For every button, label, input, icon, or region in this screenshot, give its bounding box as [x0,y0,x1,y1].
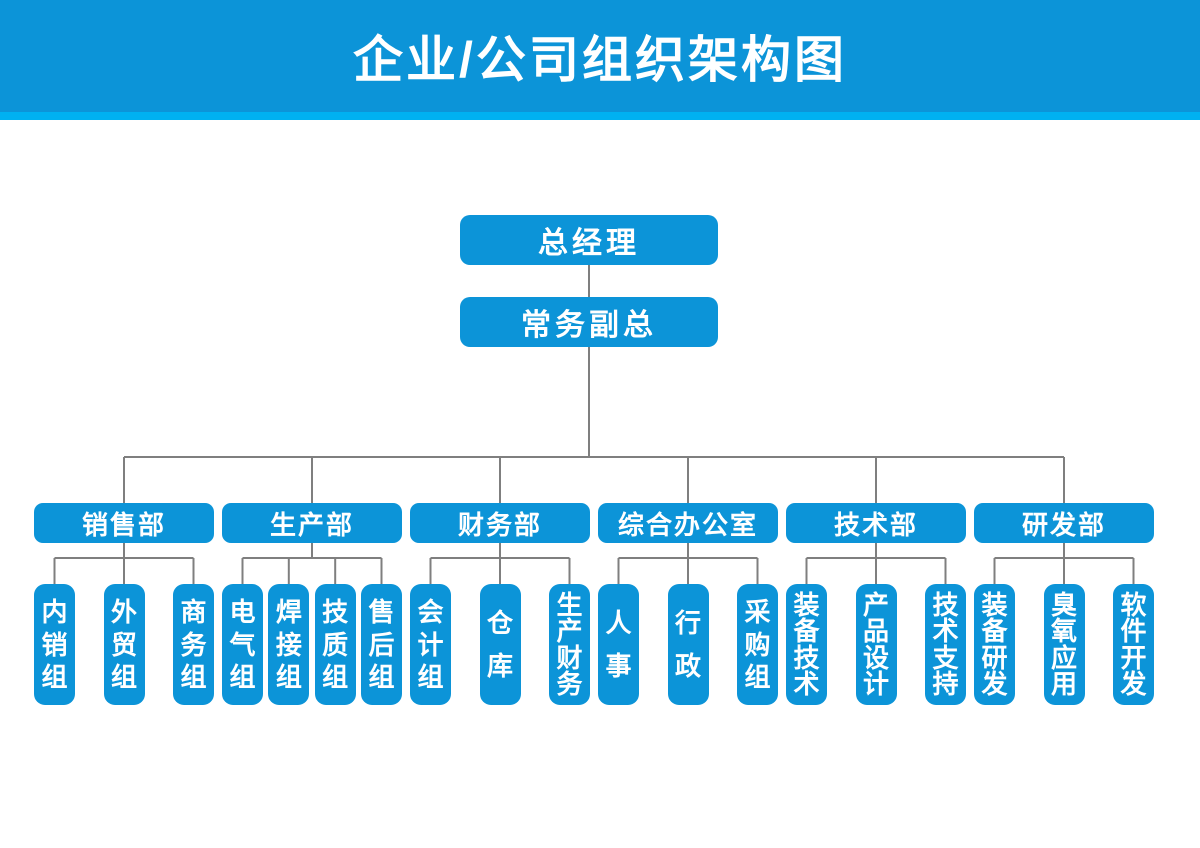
subgroup-box: 生产财务 [549,584,590,705]
dept-box-production: 生产部 [222,503,402,543]
node-general-manager: 总经理 [460,215,718,265]
dept-column-production: 生产部 电气组 焊接组 技质组 售后组 [222,503,402,705]
dept-column-technology: 技术部 装备技术 产品设计 技术支持 [786,503,966,705]
subgroup-box: 软件开发 [1113,584,1154,705]
dept-box-rnd: 研发部 [974,503,1154,543]
dept-label: 研发部 [1021,509,1106,540]
dept-box-general-office: 综合办公室 [598,503,778,543]
subgroup-label: 会计组 [417,596,444,693]
subgroup-box: 技质组 [314,584,356,705]
subgroup-label: 仓库 [486,607,513,682]
subgroup-box: 内销组 [34,584,75,705]
subgroup-box: 商务组 [173,584,214,705]
subgroup-box: 装备技术 [786,584,827,705]
dept-column-sales: 销售部 内销组 外贸组 商务组 [34,503,214,705]
subgroup-label: 外贸组 [110,596,137,693]
subgroup-box: 会计组 [410,584,451,705]
subgroup-box: 外贸组 [103,584,145,705]
node-executive-deputy: 常务副总 [460,297,718,347]
dept-children-production: 电气组 焊接组 技质组 售后组 [222,584,402,705]
subgroup-label: 内销组 [41,596,68,693]
subgroup-box: 人事 [598,584,639,705]
subgroup-label: 商务组 [180,596,207,693]
dept-label: 技术部 [833,509,918,540]
subgroup-label: 焊接组 [275,596,302,693]
dept-column-general-office: 综合办公室 人事 行政 采购组 [598,503,778,705]
node-executive-deputy-label: 常务副总 [521,309,657,342]
subgroup-box: 行政 [667,584,709,705]
dept-children-finance: 会计组 仓库 生产财务 [410,584,590,705]
page-title: 企业/公司组织架构图 [353,32,847,88]
subgroup-box: 技术支持 [925,584,966,705]
dept-box-finance: 财务部 [410,503,590,543]
subgroup-label: 售后组 [368,596,395,693]
subgroup-box: 臭氧应用 [1043,584,1085,705]
subgroup-label: 技质组 [322,596,349,693]
dept-children-rnd: 装备研发 臭氧应用 软件开发 [974,584,1154,705]
subgroup-label: 臭氧应用 [1050,590,1077,699]
subgroup-label: 技术支持 [932,590,959,699]
subgroup-label: 生产财务 [556,590,583,699]
subgroup-label: 装备研发 [981,590,1008,699]
subgroup-box: 仓库 [479,584,521,705]
dept-box-sales: 销售部 [34,503,214,543]
header-banner: 企业/公司组织架构图 [0,0,1200,112]
subgroup-label: 软件开发 [1120,590,1147,699]
dept-label: 生产部 [269,509,354,540]
subgroup-box: 售后组 [360,584,402,705]
dept-column-finance: 财务部 会计组 仓库 生产财务 [410,503,590,705]
subgroup-label: 装备技术 [793,590,820,699]
dept-label: 财务部 [457,509,542,540]
dept-column-rnd: 研发部 装备研发 臭氧应用 软件开发 [974,503,1154,705]
header-accent-strip [0,112,1200,120]
dept-label: 销售部 [81,509,166,540]
subgroup-box: 焊接组 [268,584,310,705]
dept-children-technology: 装备技术 产品设计 技术支持 [786,584,966,705]
subgroup-label: 产品设计 [862,590,889,699]
node-general-manager-label: 总经理 [538,227,640,260]
subgroup-label: 人事 [605,607,632,682]
subgroup-label: 行政 [674,607,701,682]
subgroup-box: 采购组 [737,584,778,705]
dept-children-sales: 内销组 外贸组 商务组 [34,584,214,705]
subgroup-box: 装备研发 [974,584,1015,705]
dept-box-technology: 技术部 [786,503,966,543]
subgroup-box: 电气组 [222,584,263,705]
dept-label: 综合办公室 [617,509,758,540]
dept-children-general-office: 人事 行政 采购组 [598,584,778,705]
subgroup-label: 电气组 [229,596,256,693]
subgroup-box: 产品设计 [855,584,897,705]
subgroup-label: 采购组 [744,596,771,693]
